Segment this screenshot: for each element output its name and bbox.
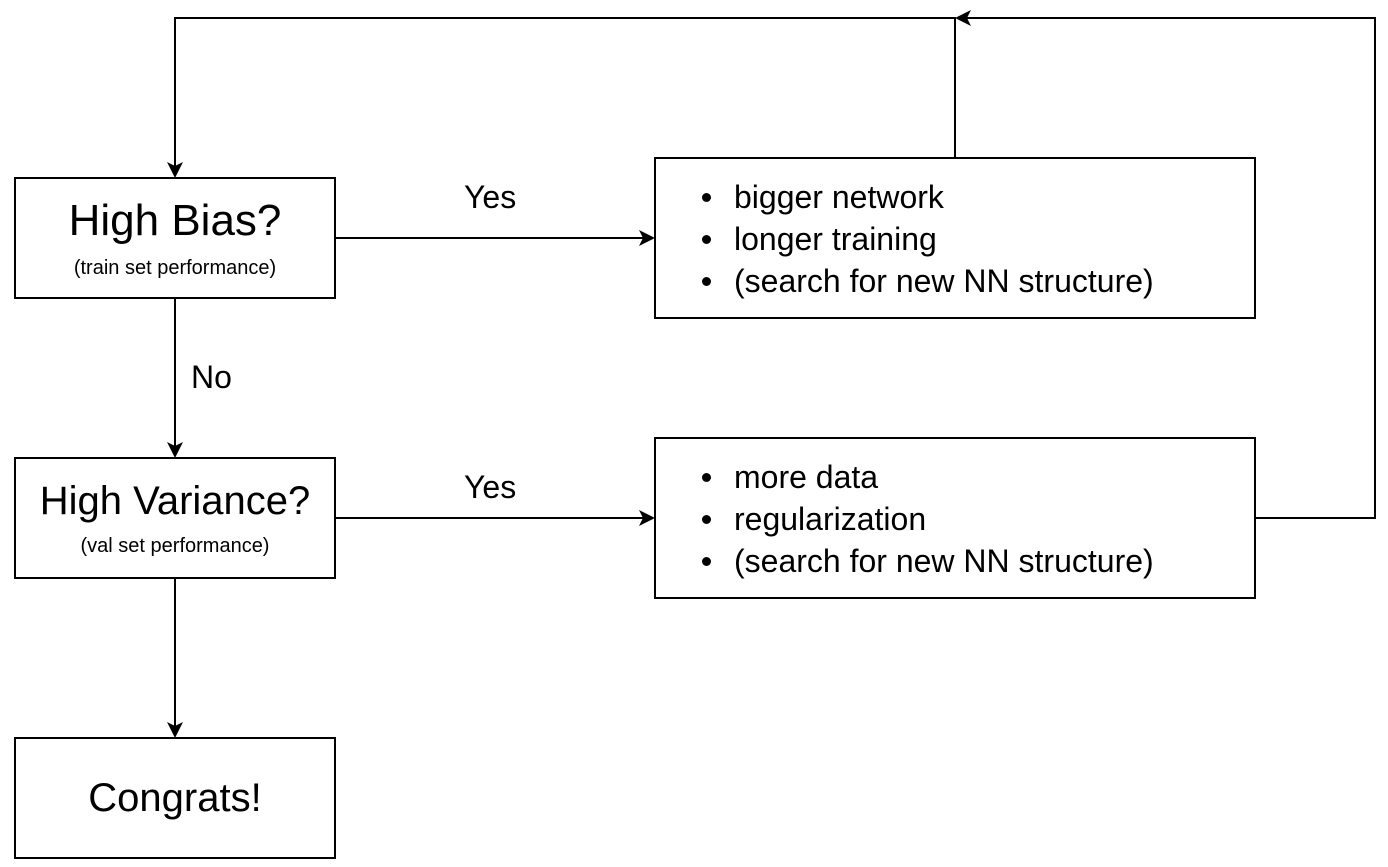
variance-actions-list: more data regularization (search for new…	[656, 456, 1254, 582]
arrowhead-into-bias-actions	[639, 230, 655, 246]
high-variance-subtitle: (val set performance)	[80, 535, 270, 557]
high-variance-title: High Variance?	[39, 479, 311, 523]
arrowhead-into-high-variance	[167, 442, 183, 458]
bias-no-label: No	[191, 359, 232, 395]
variance-action-item: regularization	[656, 498, 1254, 540]
bias-actions-node: bigger network longer training (search f…	[654, 157, 1256, 319]
arrowhead-into-loop-junction	[955, 10, 971, 26]
arrowhead-into-high-bias	[167, 162, 183, 178]
high-variance-node: High Variance? (val set performance)	[14, 457, 336, 579]
high-bias-title: High Bias?	[68, 196, 282, 245]
high-bias-subtitle: (train set performance)	[73, 257, 277, 279]
bias-yes-label: Yes	[464, 179, 517, 215]
arrowhead-into-variance-actions	[639, 510, 655, 526]
bias-action-item: bigger network	[656, 176, 1254, 218]
bias-action-item: longer training	[656, 218, 1254, 260]
bias-action-item: (search for new NN structure)	[656, 260, 1254, 302]
variance-actions-node: more data regularization (search for new…	[654, 437, 1256, 599]
variance-actions-return-connector	[967, 17, 1376, 519]
congrats-title: Congrats!	[88, 775, 262, 820]
loop-back-connector	[174, 17, 956, 166]
variance-action-item: more data	[656, 456, 1254, 498]
congrats-node: Congrats!	[14, 737, 336, 859]
variance-action-item: (search for new NN structure)	[656, 540, 1254, 582]
bias-actions-list: bigger network longer training (search f…	[656, 176, 1254, 302]
high-bias-node: High Bias? (train set performance)	[14, 177, 336, 299]
variance-yes-label: Yes	[464, 469, 517, 505]
arrowhead-into-congrats	[167, 722, 183, 738]
